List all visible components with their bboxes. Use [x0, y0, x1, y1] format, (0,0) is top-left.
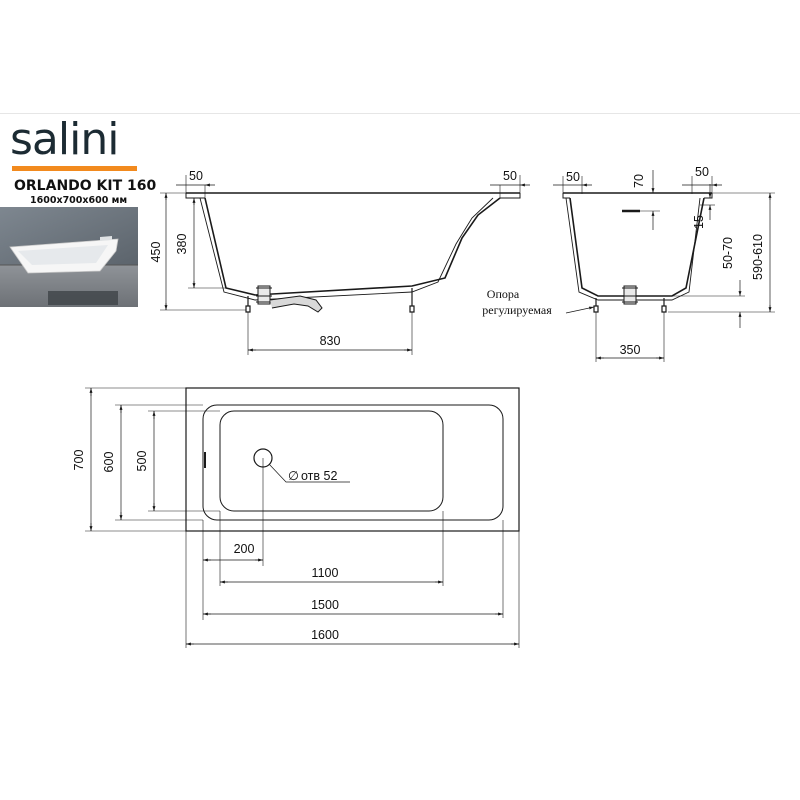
product-photo	[0, 207, 138, 307]
top-view-tub-outline	[185, 387, 520, 532]
end-view	[553, 170, 775, 362]
end-height-range-dim: 590-610	[751, 234, 765, 280]
model-name: ORLANDO KIT 160	[14, 178, 157, 194]
side-view-tub-outline	[185, 192, 521, 313]
end-view-tub-outline	[562, 192, 713, 313]
support-label-line1: Опора	[487, 287, 520, 301]
top-bottom-width-dim: 500	[135, 451, 149, 472]
top-inner-length-dim: 1500	[311, 598, 339, 612]
end-leg-spacing-dim: 350	[620, 343, 641, 357]
end-rim-right-dim: 50	[695, 165, 709, 179]
top-drain-offset-dim: 200	[234, 542, 255, 556]
side-height-inner-dim: 380	[175, 234, 189, 255]
side-leg-spacing-dim: 830	[320, 334, 341, 348]
top-divider	[0, 113, 800, 114]
brand-logo: salini	[10, 114, 119, 165]
top-view	[85, 387, 520, 648]
top-inner-width-dim: 600	[102, 452, 116, 473]
top-outer-length-dim: 1600	[311, 628, 339, 642]
end-rim-height-dim: 70	[632, 174, 646, 188]
end-offset-dim: 15	[692, 215, 706, 229]
drain-hole-label: отв 52	[301, 469, 337, 483]
model-dimensions: 1600x700x600 мм	[30, 195, 128, 206]
logo-underline	[12, 166, 137, 171]
end-leg-range-dim: 50-70	[721, 237, 735, 269]
side-view	[160, 175, 530, 355]
side-rim-right-dim: 50	[503, 169, 517, 183]
side-rim-left-dim: 50	[189, 169, 203, 183]
support-label-line2: регулируемая	[482, 303, 552, 317]
end-rim-left-dim: 50	[566, 170, 580, 184]
top-outer-width-dim: 700	[72, 450, 86, 471]
diameter-symbol: ∅	[288, 469, 299, 483]
side-height-total-dim: 450	[149, 242, 163, 263]
top-bottom-length-dim: 1100	[312, 566, 339, 580]
